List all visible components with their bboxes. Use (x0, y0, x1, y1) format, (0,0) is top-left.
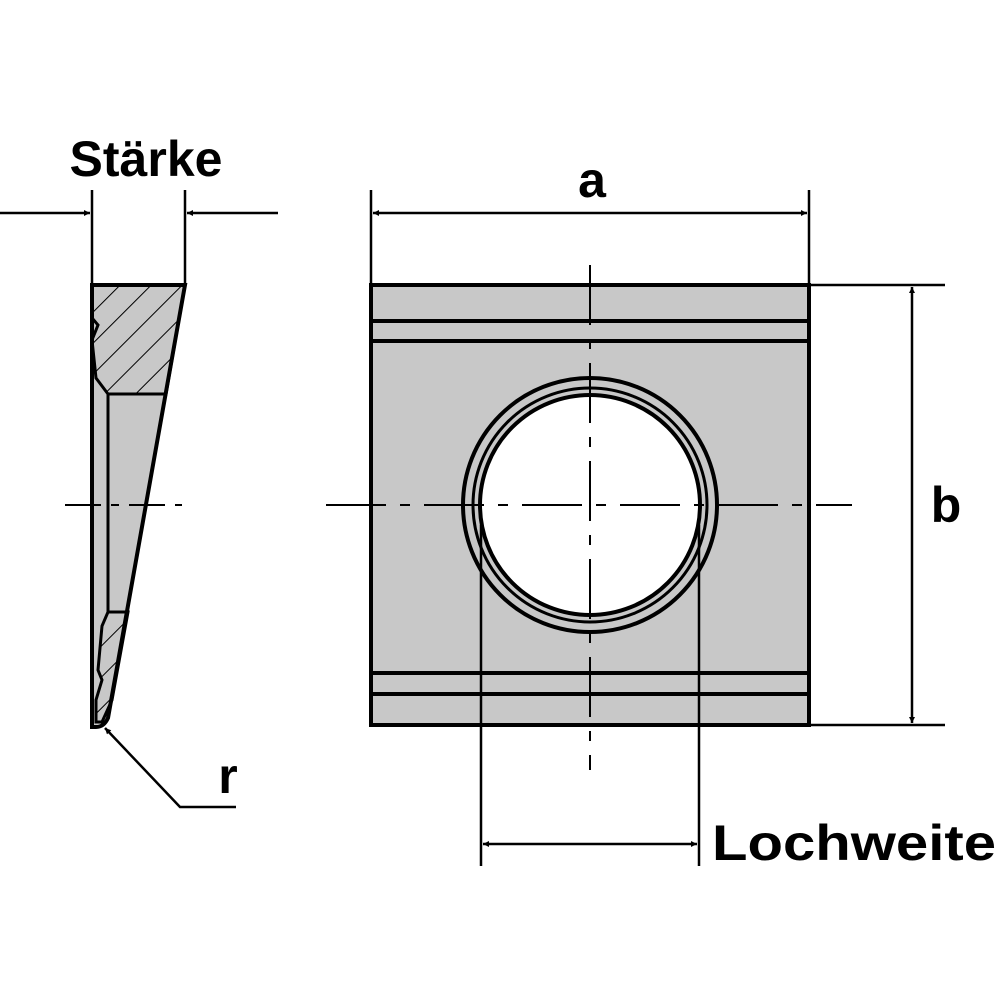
wedge-hatched-lower (94, 610, 130, 724)
side-view: Stärke r (0, 131, 278, 809)
front-view: a b Lochweite (326, 152, 996, 871)
wedge-hatched-section (90, 283, 187, 396)
radius-label: r (218, 748, 237, 804)
a-label: a (578, 152, 607, 208)
hole-width-label: Lochweite (712, 815, 996, 871)
radius-leader (104, 727, 236, 809)
b-label: b (931, 477, 962, 533)
thickness-label: Stärke (70, 131, 223, 187)
